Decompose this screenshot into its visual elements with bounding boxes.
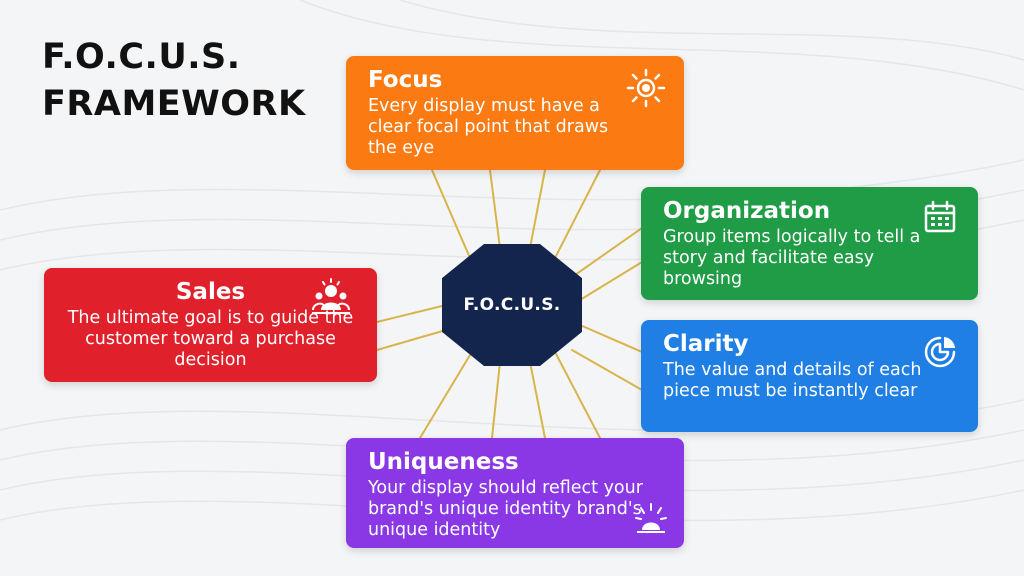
sparkle-icon xyxy=(635,503,667,533)
calendar-icon xyxy=(924,200,956,233)
hub-label: F.O.C.U.S. xyxy=(463,295,561,315)
card-clarity-title: Clarity xyxy=(663,331,749,357)
card-uniqueness-title: Uniqueness xyxy=(368,449,519,475)
connector-uniqueness-4 xyxy=(554,351,601,439)
connector-uniqueness-1 xyxy=(419,354,471,439)
connector-sales-2 xyxy=(376,329,447,351)
card-organization-title: Organization xyxy=(663,198,831,224)
card-focus-text: Every display must have a clear focal po… xyxy=(368,96,609,158)
connector-sales-1 xyxy=(376,304,447,323)
card-uniqueness: Uniqueness Your display should reflect y… xyxy=(346,438,684,548)
card-focus-title: Focus xyxy=(368,67,443,93)
connector-focus-3 xyxy=(529,169,546,249)
card-sales-text: The ultimate goal is to guide the custom… xyxy=(67,308,354,370)
connector-focus-1 xyxy=(431,169,471,259)
card-clarity: Clarity The value and details of each pi… xyxy=(641,320,978,432)
card-organization: Organization Group items logically to te… xyxy=(641,187,978,300)
pie-chart-icon xyxy=(924,336,956,368)
connector-uniqueness-2 xyxy=(491,361,501,439)
crowd-icon xyxy=(312,278,350,314)
card-organization-text: Group items logically to tell a story an… xyxy=(663,227,921,289)
connector-focus-4 xyxy=(554,169,601,259)
card-uniqueness-text: Your display should reflect your brand's… xyxy=(368,478,643,540)
connector-clarity-1 xyxy=(579,324,643,353)
connector-focus-2 xyxy=(489,169,501,249)
hub-node: F.O.C.U.S. xyxy=(442,244,582,366)
page-title: F.O.C.U.S. FRAMEWORK xyxy=(42,37,306,124)
card-focus: Focus Every display must have a clear fo… xyxy=(346,56,684,170)
sun-icon xyxy=(626,68,666,108)
card-clarity-text: The value and details of each piece must… xyxy=(663,360,922,401)
connector-clarity-2 xyxy=(571,349,643,391)
connector-uniqueness-3 xyxy=(529,361,546,439)
card-sales: Sales The ultimate goal is to guide the … xyxy=(44,268,377,382)
connector-organization-1 xyxy=(574,227,643,276)
connector-organization-2 xyxy=(579,261,643,301)
card-sales-title: Sales xyxy=(175,279,246,305)
